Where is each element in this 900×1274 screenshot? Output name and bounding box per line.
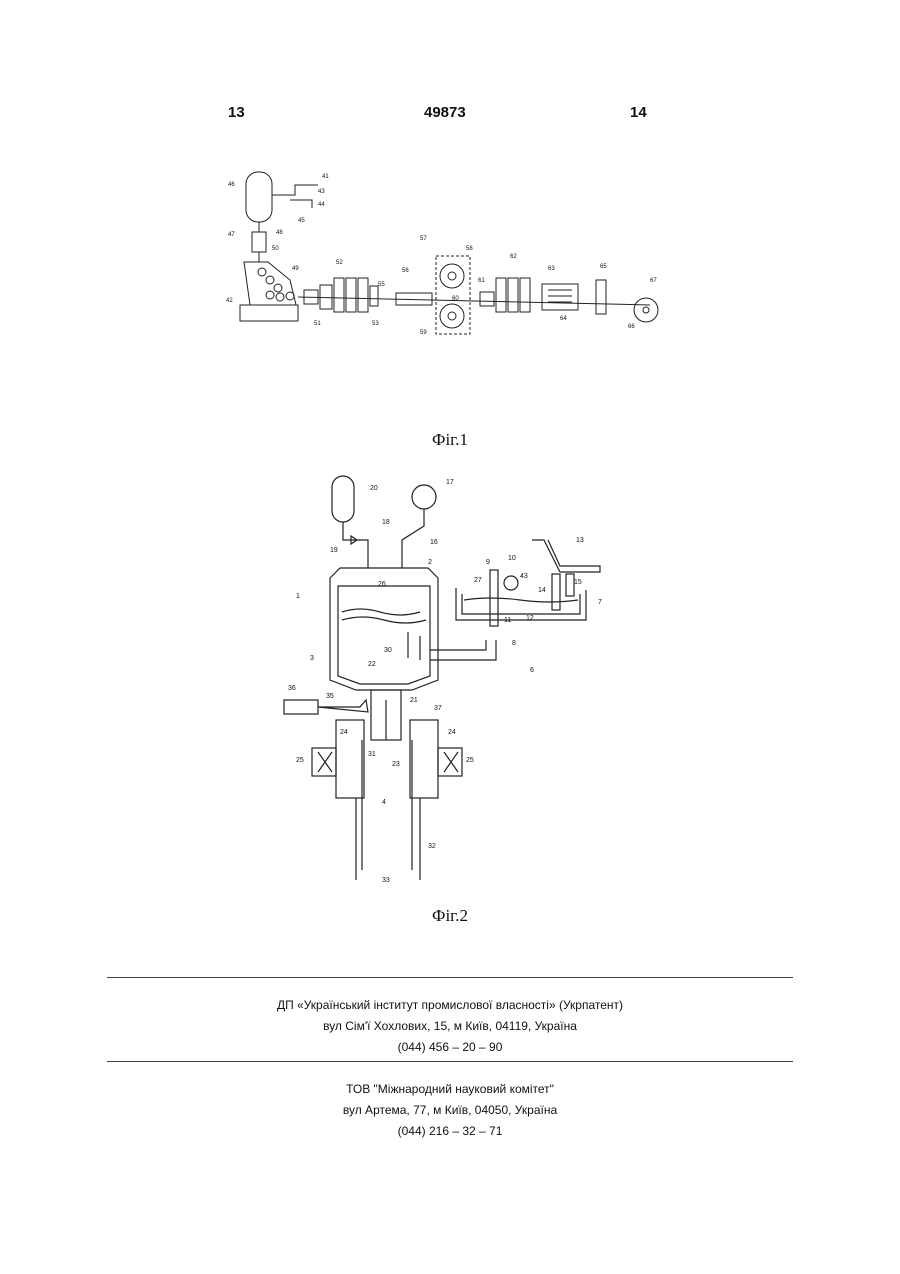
fig1-label-64: 64 — [560, 316, 567, 322]
fig1-label-49: 49 — [292, 266, 299, 272]
fig2-label-13: 13 — [576, 537, 584, 544]
fig2-label-25-left: 25 — [296, 757, 304, 764]
fig2-label-8: 8 — [512, 640, 516, 647]
fig1-label-65: 65 — [600, 264, 607, 270]
figure-1-caption: Фіг.1 — [0, 430, 900, 450]
footer-divider-top — [107, 977, 793, 978]
fig2-label-4: 4 — [382, 799, 386, 806]
fig2-label-11: 11 — [504, 617, 511, 624]
fig1-label-52: 52 — [336, 260, 343, 266]
fig2-label-35: 35 — [326, 693, 334, 700]
fig2-label-12: 12 — [526, 615, 534, 622]
fig2-label-24-right: 24 — [448, 729, 456, 736]
fig2-label-17: 17 — [446, 479, 454, 486]
fig1-label-46: 46 — [228, 182, 235, 188]
fig2-label-43: 43 — [520, 573, 528, 580]
fig2-label-2: 2 — [428, 559, 432, 566]
fig1-label-55: 55 — [378, 282, 385, 288]
fig2-label-19: 19 — [330, 547, 338, 554]
fig1-label-58: 58 — [466, 246, 473, 252]
fig2-label-20: 20 — [370, 485, 378, 492]
fig1-label-53: 53 — [372, 321, 379, 327]
fig2-label-6: 6 — [530, 667, 534, 674]
fig1-label-61: 61 — [478, 278, 485, 284]
footer-divider-bottom — [107, 1061, 793, 1062]
fig1-label-51: 51 — [314, 321, 321, 327]
fig1-label-50: 50 — [272, 246, 279, 252]
fig2-label-1: 1 — [296, 593, 300, 600]
fig1-label-62: 62 — [510, 254, 517, 260]
fig2-label-3: 3 — [310, 655, 314, 662]
fig2-label-32: 32 — [428, 843, 436, 850]
fig2-label-9: 9 — [486, 559, 490, 566]
printer-address: вул Артема, 77, м Київ, 04050, Україна — [0, 1100, 900, 1121]
fig2-label-36: 36 — [288, 685, 296, 692]
publisher-address: вул Сім'ї Хохлових, 15, м Київ, 04119, У… — [0, 1016, 900, 1037]
fig2-label-15: 15 — [574, 579, 582, 586]
fig1-label-56: 56 — [402, 268, 409, 274]
publisher-phone: (044) 456 – 20 – 90 — [0, 1037, 900, 1058]
fig1-label-66: 66 — [628, 324, 635, 330]
fig1-label-59: 59 — [420, 330, 427, 336]
publisher-name: ДП «Український інститут промислової вла… — [0, 995, 900, 1016]
fig2-label-22: 22 — [368, 661, 376, 668]
fig1-label-42: 42 — [226, 298, 233, 304]
fig2-label-27: 27 — [474, 577, 482, 584]
fig2-label-10: 10 — [508, 555, 516, 562]
fig2-label-21: 21 — [410, 697, 418, 704]
figure-2-caption: Фіг.2 — [0, 906, 900, 926]
fig1-label-44: 44 — [318, 202, 325, 208]
fig1-label-45: 45 — [298, 218, 305, 224]
figure-2-drawing — [284, 476, 600, 880]
fig2-label-7: 7 — [598, 599, 602, 606]
fig2-label-25-right: 25 — [466, 757, 474, 764]
printer-phone: (044) 216 – 32 – 71 — [0, 1121, 900, 1142]
fig2-label-30: 30 — [384, 647, 392, 654]
fig1-label-67: 67 — [650, 278, 657, 284]
fig1-label-47: 47 — [228, 232, 235, 238]
fig2-label-16: 16 — [430, 539, 438, 546]
fig1-label-60: 60 — [452, 296, 459, 302]
fig1-label-57: 57 — [420, 236, 427, 242]
fig2-label-26: 26 — [378, 581, 386, 588]
fig2-label-23: 23 — [392, 761, 400, 768]
fig2-label-33: 33 — [382, 877, 390, 884]
fig1-label-48: 48 — [276, 230, 283, 236]
fig2-label-14: 14 — [538, 587, 546, 594]
fig1-label-63: 63 — [548, 266, 555, 272]
printer-name: ТОВ "Міжнародний науковий комітет" — [0, 1079, 900, 1100]
fig2-label-37: 37 — [434, 705, 442, 712]
fig1-label-43: 43 — [318, 189, 325, 195]
fig1-label-41: 41 — [322, 174, 329, 180]
fig2-label-18: 18 — [382, 519, 390, 526]
printer-imprint: ТОВ "Міжнародний науковий комітет" вул А… — [0, 1079, 900, 1142]
fig2-label-31: 31 — [368, 751, 376, 758]
fig2-label-24-left: 24 — [340, 729, 348, 736]
publisher-imprint: ДП «Український інститут промислової вла… — [0, 995, 900, 1058]
